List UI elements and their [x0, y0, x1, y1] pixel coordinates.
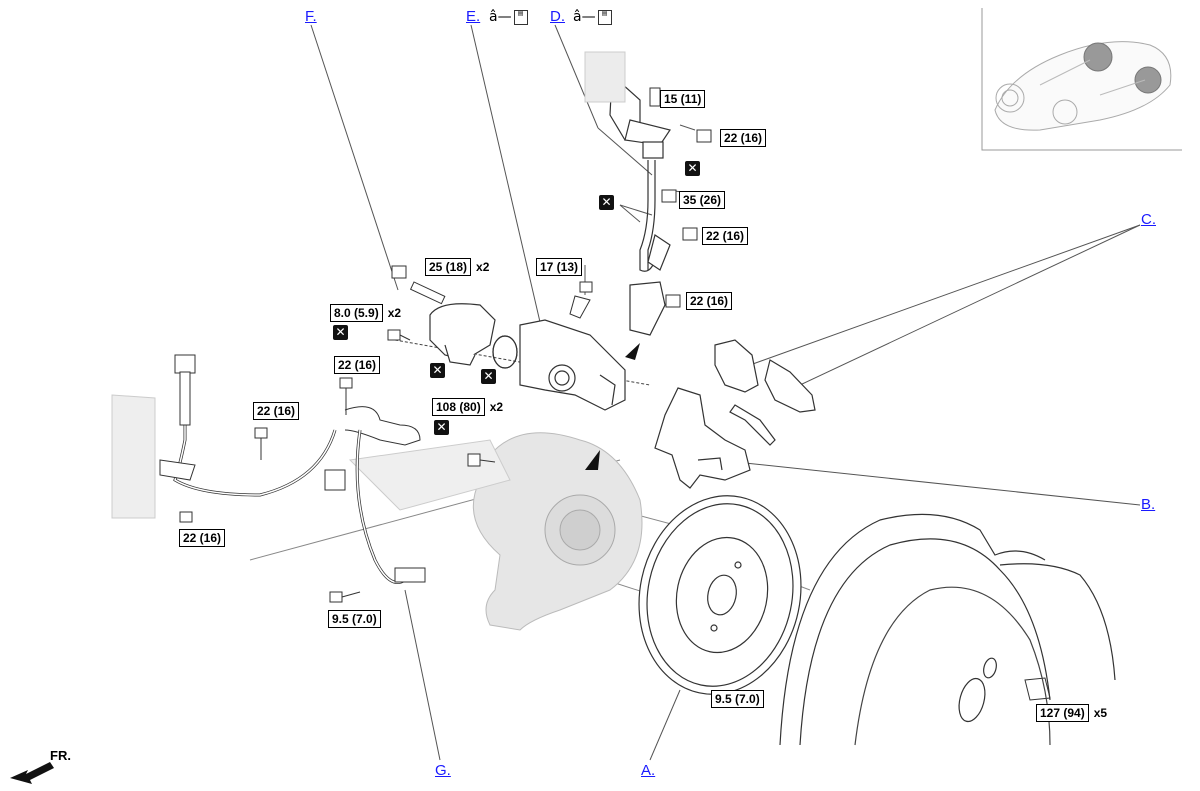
front-arrow-icon [10, 762, 54, 784]
replace-part-icon: ✕ [481, 369, 496, 384]
torque-label: 35 (26) [679, 191, 726, 209]
wheel-hub [779, 513, 1116, 746]
torque-label: 17 (13) [536, 258, 583, 276]
torque-label: 22 (16) [702, 227, 749, 245]
o-ring [492, 335, 518, 369]
torque-label: 8.0 (5.9)x2 [330, 304, 401, 322]
replace-part-icon: ✕ [599, 195, 614, 210]
reference-symbol-d: â—▤ [573, 9, 612, 25]
torque-label: 22 (16) [720, 129, 767, 147]
callout-link-d[interactable]: D. [550, 8, 565, 25]
front-direction-label: FR. [50, 748, 71, 763]
reference-symbol-e: â—▤ [489, 9, 528, 25]
brake-hose [609, 73, 671, 336]
document-icon: ▤ [597, 9, 612, 25]
bracket-plate [584, 51, 626, 103]
replace-part-icon: ✕ [434, 420, 449, 435]
torque-label: 9.5 (7.0) [711, 690, 764, 708]
callout-link-b[interactable]: B. [1141, 496, 1156, 513]
document-icon: ▤ [513, 9, 528, 25]
vehicle-locator-inset [981, 8, 1182, 151]
callout-link-e[interactable]: E. [466, 8, 481, 25]
callout-link-g[interactable]: G. [435, 762, 451, 779]
backing-plate [111, 394, 156, 519]
torque-label: 108 (80)x2 [432, 398, 503, 416]
leader-lines [310, 24, 1141, 761]
replace-part-icon: ✕ [333, 325, 348, 340]
torque-label: 22 (16) [334, 356, 381, 374]
abs-sensor-harness [159, 354, 426, 584]
torque-label: 22 (16) [686, 292, 733, 310]
callout-link-f[interactable]: F. [305, 8, 317, 25]
replace-part-icon: ✕ [430, 363, 445, 378]
brake-pads [714, 339, 816, 446]
torque-label: 22 (16) [179, 529, 226, 547]
torque-label: 15 (11) [660, 90, 706, 108]
callout-link-a[interactable]: A. [641, 762, 656, 779]
direction-markers [585, 343, 640, 470]
torque-label: 25 (18)x2 [425, 258, 489, 276]
caliper-bracket [654, 387, 751, 489]
torque-label: 9.5 (7.0) [328, 610, 381, 628]
caliper [429, 303, 626, 411]
torque-label: 127 (94)x5 [1036, 704, 1107, 722]
torque-label: 22 (16) [253, 402, 300, 420]
callout-link-c[interactable]: C. [1141, 211, 1156, 228]
brake-rotor [638, 495, 802, 695]
replace-part-icon: ✕ [685, 161, 700, 176]
